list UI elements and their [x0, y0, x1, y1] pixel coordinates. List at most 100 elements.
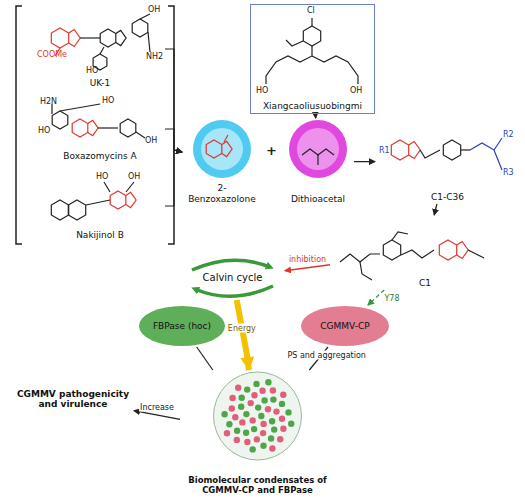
- atom-label: OH: [350, 86, 362, 95]
- condensate-dot: [232, 414, 238, 420]
- node-label: Nakijinol B: [76, 230, 124, 240]
- bond: [104, 182, 110, 192]
- scaffold-circle: 2-Benzoxazolone: [182, 118, 262, 206]
- ring: [439, 240, 456, 260]
- condensate-dot: [260, 430, 266, 436]
- condensate-dot: [265, 379, 271, 385]
- node-label: FBPase (hoc): [153, 321, 211, 331]
- bond: [302, 149, 334, 155]
- atom-label: OH: [148, 5, 160, 14]
- condensate-dot: [260, 421, 266, 427]
- oxazole-ring: [409, 142, 421, 159]
- atom-label: HO: [102, 96, 114, 105]
- condensate-dot: [244, 439, 250, 445]
- bond: [266, 46, 312, 84]
- condensate-dot: [234, 428, 240, 434]
- connector: [354, 161, 375, 162]
- bond: [461, 149, 470, 150]
- glow: [201, 128, 243, 170]
- condensate-dot: [243, 411, 249, 417]
- connector: [368, 290, 384, 305]
- outcome-text: CGMMV pathogenicity and virulence: [12, 383, 134, 415]
- bond: [140, 14, 150, 19]
- condensate-dot: [270, 396, 276, 402]
- bond: [100, 47, 104, 54]
- condensate-dot: [271, 426, 277, 432]
- edge-label: Y78: [383, 293, 400, 302]
- ring: [383, 240, 400, 260]
- bond: [60, 104, 100, 111]
- bond: [224, 135, 228, 142]
- oxazole-ring: [69, 30, 81, 47]
- bond: [126, 182, 134, 192]
- condensate-dot: [253, 381, 259, 387]
- condensate-dot: [279, 416, 285, 422]
- atom-label: R1: [379, 146, 390, 155]
- connector: [285, 265, 330, 271]
- ring: [52, 111, 68, 129]
- connector: [434, 204, 437, 215]
- structure-card: C1-C36: [375, 118, 520, 204]
- scaffold-circle-shape: [282, 118, 354, 180]
- bond: [311, 18, 312, 26]
- oxazole-ring: [457, 242, 469, 259]
- plus-sign: +: [266, 143, 277, 158]
- ring: [51, 28, 68, 48]
- edge-label: inhibition: [288, 254, 327, 263]
- calvin-cycle: Calvin cycle: [180, 255, 285, 300]
- condensate-dot: [229, 405, 235, 411]
- bracket: [16, 6, 22, 244]
- atom-label: R3: [503, 168, 514, 177]
- condensate-dot: [268, 435, 274, 441]
- bond: [148, 32, 150, 52]
- ring: [100, 29, 116, 47]
- circle-fill: [214, 372, 302, 460]
- condensate-dot: [226, 421, 232, 427]
- condensate-dot: [254, 436, 260, 442]
- structure-card: Boxazomycins A: [35, 95, 165, 163]
- structure-card: Nakijinol B: [35, 170, 165, 242]
- condensate-dot: [280, 426, 286, 432]
- condensate-dot: [250, 417, 256, 423]
- condensate-dot: [258, 413, 264, 419]
- atom-label: OH: [145, 136, 157, 145]
- edge-label: PS and aggregation: [286, 350, 366, 359]
- ring: [72, 119, 88, 137]
- structure-card: C1: [330, 215, 520, 290]
- connector: [237, 300, 249, 370]
- condensate-dot: [239, 395, 245, 401]
- node-label: Boxazomycins A: [63, 151, 136, 161]
- ring: [120, 119, 136, 137]
- bond: [468, 250, 484, 258]
- condensate-dot: [280, 392, 286, 398]
- node-label: Xiangcaoliusuobingmi: [263, 101, 362, 111]
- oxazole-ring: [222, 141, 232, 156]
- node-label: CGMMV pathogenicity and virulence: [16, 389, 130, 410]
- ring: [68, 200, 85, 220]
- atom-label: NH2: [146, 52, 163, 61]
- node-label: C1: [419, 278, 431, 288]
- ring: [132, 19, 148, 37]
- condensate-dot: [288, 421, 294, 427]
- bond: [360, 262, 372, 280]
- condensate-dot: [248, 400, 254, 406]
- bond: [286, 40, 303, 46]
- oxazole-ring: [88, 120, 98, 135]
- condensate-dot: [239, 419, 245, 425]
- oxazole-ring: [116, 30, 126, 45]
- lead-compound-box: Xiangcaoliusuobingmi: [250, 4, 375, 114]
- condensate-dot: [250, 446, 256, 452]
- atom-label: R2: [503, 130, 514, 139]
- condensate-dot: [234, 437, 240, 443]
- bond: [317, 155, 318, 165]
- condensate-circle-shape: [180, 370, 335, 462]
- circle-fill: [193, 120, 251, 178]
- node-label: UK-1: [90, 78, 111, 88]
- bond: [420, 150, 440, 158]
- condensate-dot: [238, 404, 244, 410]
- condensate-dot: [259, 388, 265, 394]
- bond: [86, 200, 110, 205]
- node-label: CGMMV-CP: [320, 321, 369, 331]
- blob-fill: [139, 306, 225, 346]
